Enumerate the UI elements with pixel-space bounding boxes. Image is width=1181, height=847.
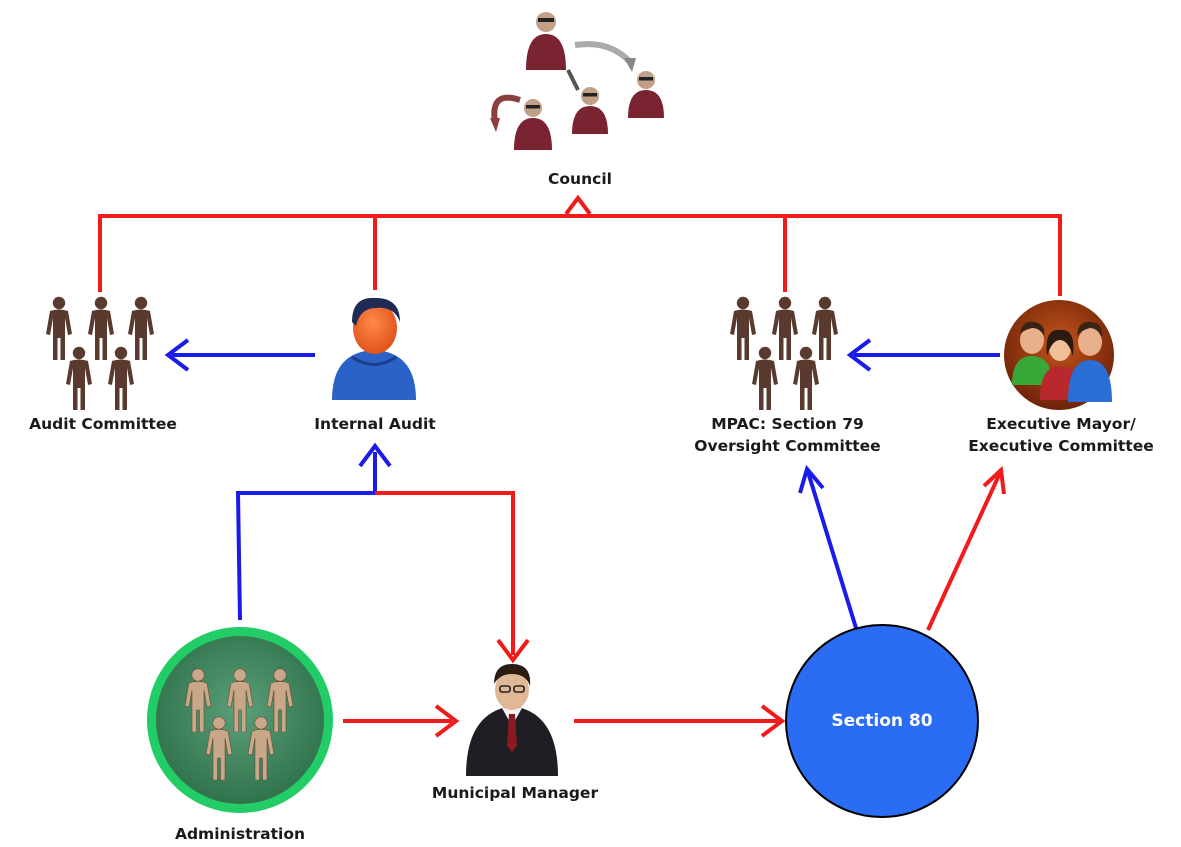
- section-80-node: [785, 624, 979, 818]
- internal-audit-to-municipal-manager-line: [375, 491, 515, 655]
- council-arrowhead: [564, 194, 592, 216]
- auditor-person-icon: [332, 297, 416, 400]
- municipal-manager-arrowhead: [496, 638, 530, 664]
- audit-committee-people-icon: [46, 296, 154, 410]
- mpac-label-line-2: Oversight Committee: [694, 437, 881, 455]
- mpac-committee-people-icon: [730, 296, 838, 410]
- administration-arrowhead: [434, 704, 460, 738]
- mpac-arrowhead: [846, 338, 872, 372]
- audit-committee-label: Audit Committee: [29, 415, 177, 433]
- section-80-mpac-arrowhead: [798, 464, 825, 494]
- administration-label: Administration: [174, 825, 306, 843]
- executive-mayor-label-line-1: Executive Mayor/: [986, 415, 1136, 433]
- section-80-executive-arrowhead: [982, 465, 1006, 495]
- council-label: Council: [548, 170, 612, 188]
- council-bus-line: [98, 214, 1062, 296]
- administration-to-internal-audit-line: [235, 452, 377, 621]
- connector-lines: [98, 194, 1062, 738]
- section-80-to-mpac-line: [806, 471, 858, 629]
- section-80-arrowhead: [760, 704, 786, 738]
- executive-mayor-label-line-2: Executive Committee: [968, 437, 1154, 455]
- audit-committee-arrowhead: [164, 338, 190, 372]
- mpac-label-line-1: MPAC: Section 79: [711, 415, 864, 433]
- section-80-label: Section 80: [831, 711, 933, 731]
- municipal-manager-label: Municipal Manager: [431, 784, 599, 802]
- section-80-to-executive-line: [926, 472, 1002, 631]
- executive-group-icon: [1004, 300, 1114, 410]
- internal-audit-label: Internal Audit: [314, 415, 436, 433]
- businessman-icon: [466, 664, 558, 776]
- council-group-icon: [490, 12, 664, 150]
- executive-mayor-label: Executive Mayor/ Executive Committee: [943, 413, 1179, 457]
- internal-audit-arrowhead: [358, 442, 392, 468]
- staff-group-icon: [147, 627, 333, 813]
- mpac-label: MPAC: Section 79 Oversight Committee: [665, 413, 910, 457]
